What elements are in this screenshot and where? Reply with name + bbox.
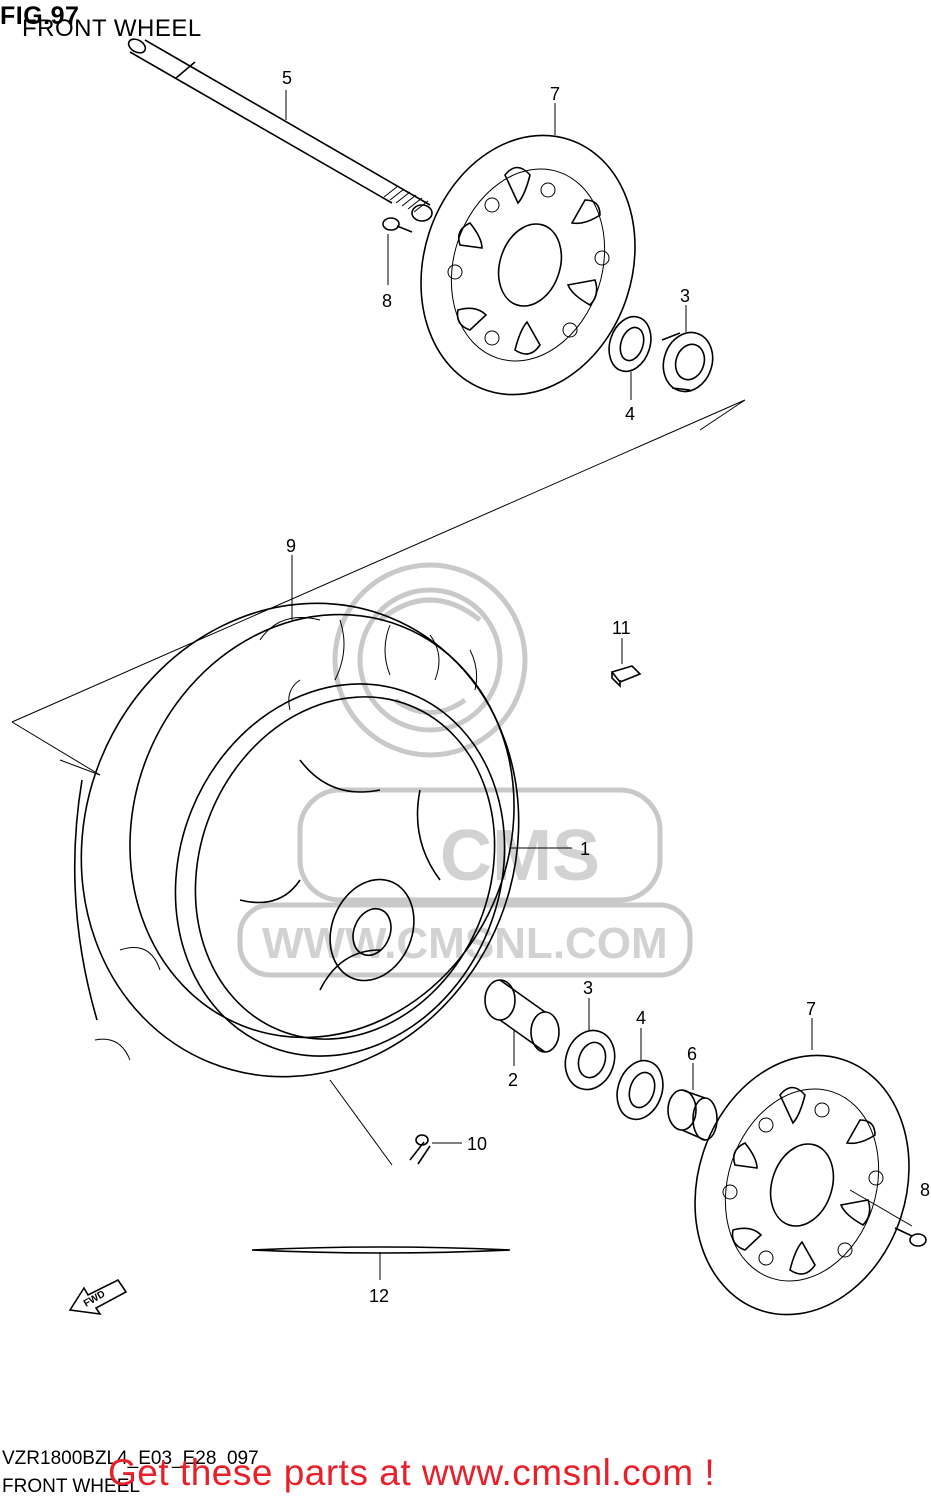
part-label-3-bottom: 3 xyxy=(583,978,593,998)
oil-seal-top xyxy=(608,315,652,400)
rim-band xyxy=(251,1246,511,1280)
bearing-bottom xyxy=(564,998,616,1091)
cta-link[interactable]: Get these parts at www.cmsnl.com ! xyxy=(108,1452,716,1493)
bearing-top xyxy=(661,305,714,393)
footer-title: FRONT WHEEL xyxy=(2,1476,140,1497)
balance-weight xyxy=(610,638,642,688)
assembly-outline xyxy=(11,399,746,776)
spacer-collar xyxy=(667,1063,718,1141)
part-label-5: 5 xyxy=(282,68,292,88)
part-label-7-bottom: 7 xyxy=(806,999,816,1019)
brake-disc-top xyxy=(420,103,636,396)
wheel-spacer xyxy=(484,979,560,1066)
part-label-2: 2 xyxy=(508,1070,518,1090)
part-label-8-bottom: 8 xyxy=(920,1180,930,1200)
part-label-3-top: 3 xyxy=(680,286,690,306)
figure-subtitle: FRONT WHEEL xyxy=(22,15,202,42)
diagram-code: VZR1800BZL4_E03_E28_097 xyxy=(2,1448,259,1469)
front-axle xyxy=(127,38,433,222)
part-label-1: 1 xyxy=(580,839,590,859)
cms-watermark: CMS WWW.CMSNL.COM xyxy=(237,562,693,978)
part-label-8-top: 8 xyxy=(382,291,392,311)
tire-valve xyxy=(409,1134,462,1165)
part-label-7-top: 7 xyxy=(550,84,560,104)
part-label-6: 6 xyxy=(687,1044,697,1064)
axle-thread xyxy=(383,185,429,213)
watermark-logo-text: CMS xyxy=(440,816,600,896)
part-label-11: 11 xyxy=(612,618,631,638)
part-label-9: 9 xyxy=(286,536,296,556)
watermark-text: WWW.CMSNL.COM xyxy=(262,919,668,968)
oil-seal-bottom xyxy=(616,1028,664,1121)
disc-bolt-bottom xyxy=(849,1189,927,1247)
part-label-12: 12 xyxy=(369,1286,389,1306)
disc-bolt-top xyxy=(382,217,413,285)
part-label-4-bottom: 4 xyxy=(636,1008,646,1028)
part-label-4-top: 4 xyxy=(625,404,635,424)
fwd-arrow-icon: FWD xyxy=(68,1278,128,1316)
part-label-10: 10 xyxy=(467,1134,487,1154)
front-wheel-rim xyxy=(174,683,572,1166)
figure-title: FIG.97 xyxy=(0,2,80,30)
brake-disc-bottom xyxy=(694,1018,910,1316)
front-tire xyxy=(73,555,520,1078)
